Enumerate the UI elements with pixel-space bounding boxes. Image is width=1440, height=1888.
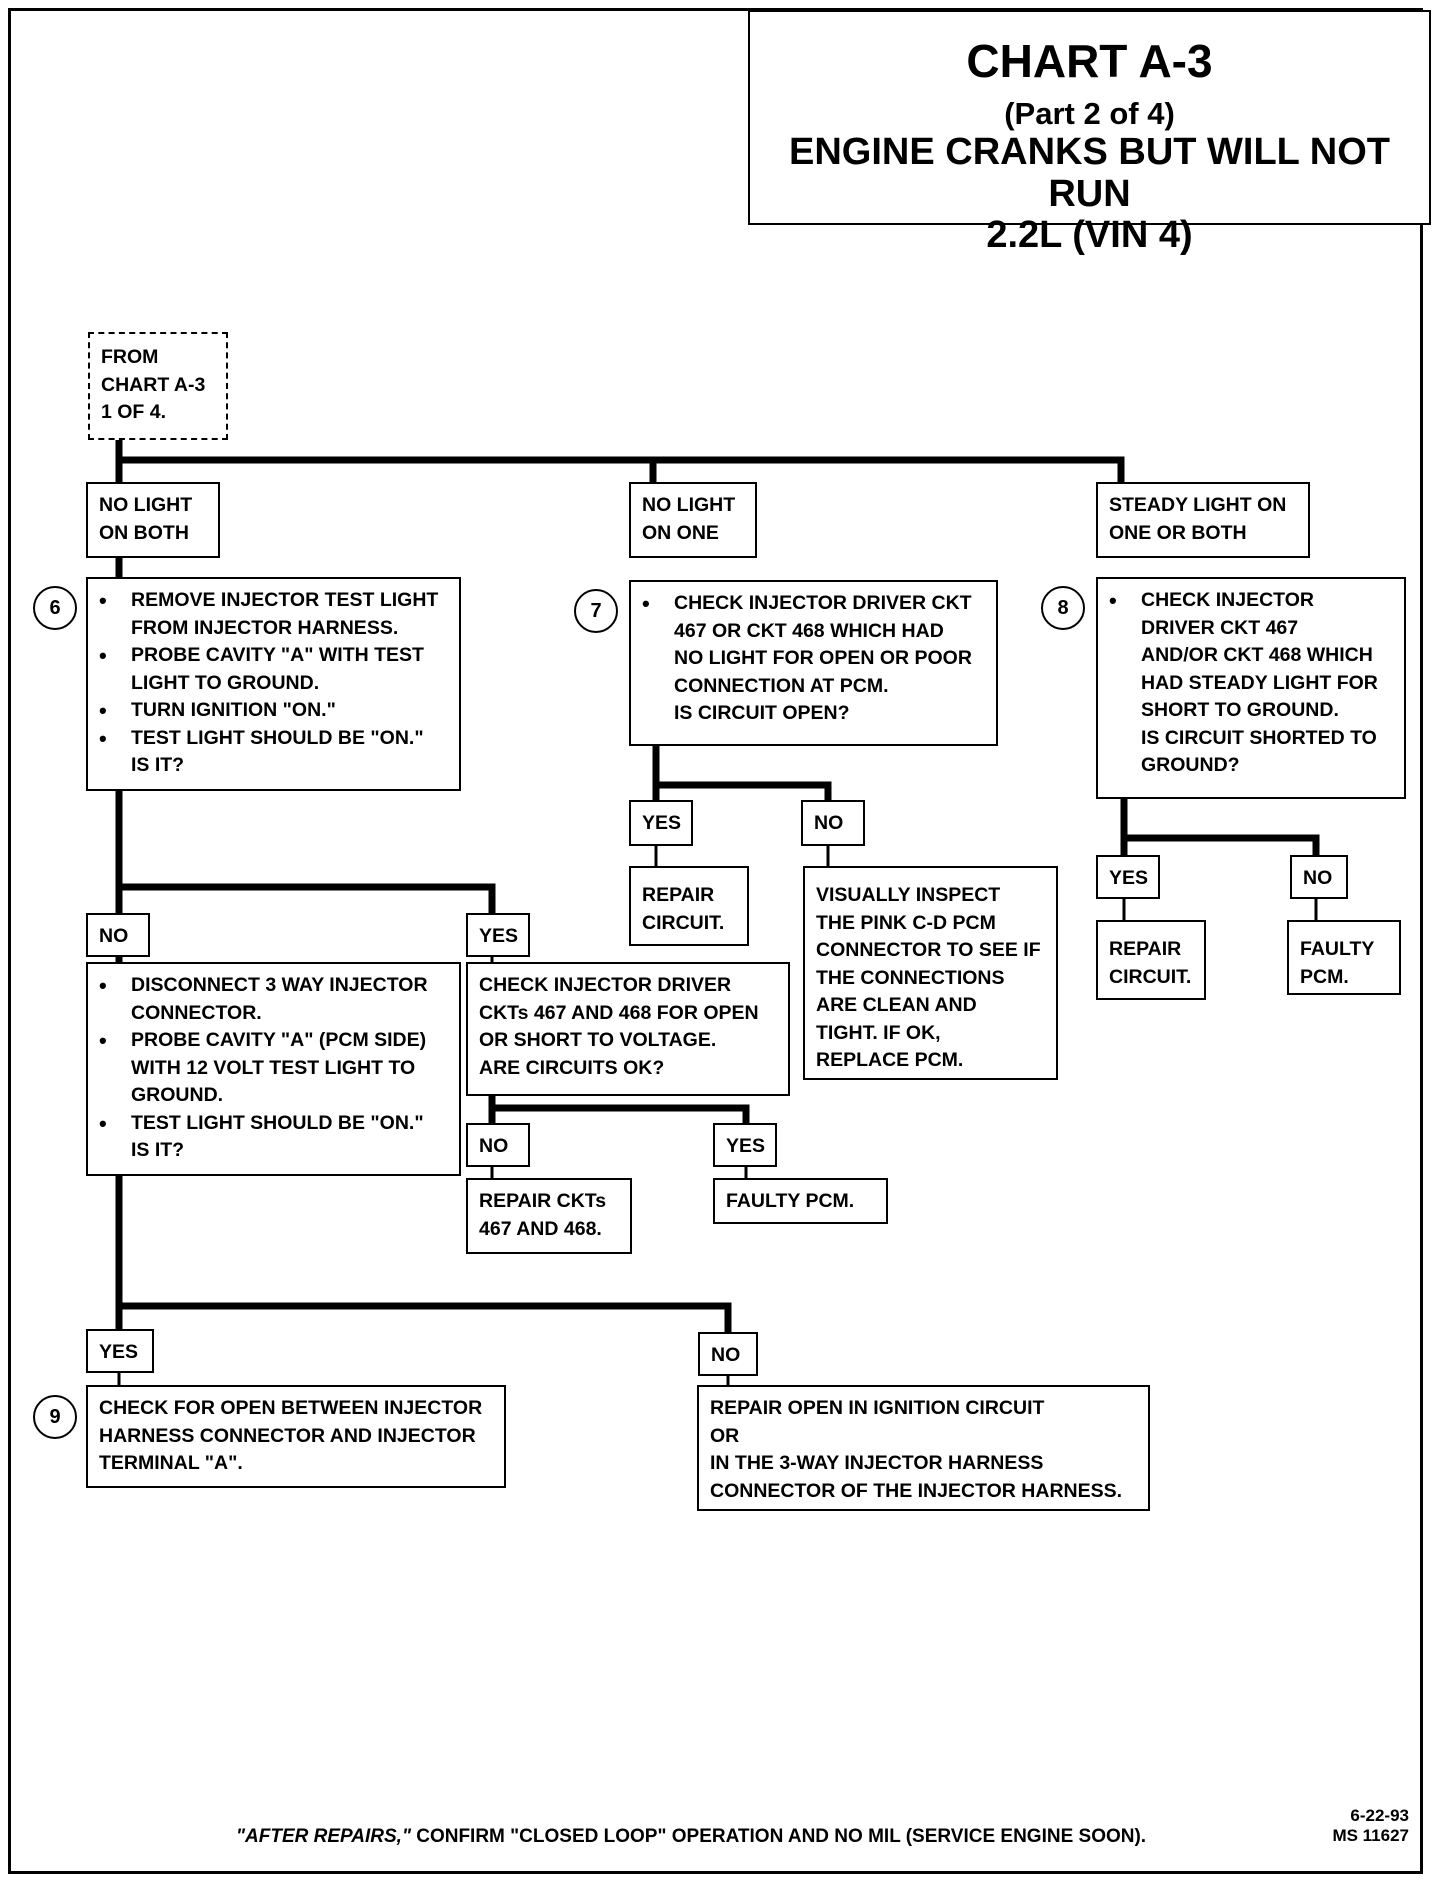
repair-circuit-box-8: REPAIR CIRCUIT. <box>1096 920 1206 1000</box>
branch-no-light-both: NO LIGHT ON BOTH <box>86 482 220 558</box>
document-reference: 6-22-93 MS 11627 <box>1319 1806 1409 1846</box>
step-7-box: CHECK INJECTOR DRIVER CKT 467 OR CKT 468… <box>629 580 998 746</box>
step-6-box: REMOVE INJECTOR TEST LIGHT FROM INJECTOR… <box>86 577 461 791</box>
chart-subtitle: ENGINE CRANKS BUT WILL NOT RUN <box>789 130 1390 215</box>
step-7-yes-label: YES <box>629 800 693 846</box>
after-repairs-text: CONFIRM "CLOSED LOOP" OPERATION AND NO M… <box>410 1826 1147 1847</box>
step-7-no-label: NO <box>801 800 865 846</box>
after-repairs-emphasis: "AFTER REPAIRS," <box>236 1826 411 1847</box>
disconnect-item: PROBE CAVITY "A" (PCM SIDE) WITH 12 VOLT… <box>99 1027 449 1110</box>
branch-no-light-one: NO LIGHT ON ONE <box>629 482 757 558</box>
visually-inspect-box: VISUALLY INSPECT THE PINK C-D PCM CONNEC… <box>803 866 1058 1080</box>
start-reference-box: FROM CHART A-3 1 OF 4. <box>88 332 228 440</box>
faulty-pcm-box: FAULTY PCM. <box>713 1178 888 1224</box>
disconnect-item: DISCONNECT 3 WAY INJECTOR CONNECTOR. <box>99 972 449 1027</box>
disconnect-injector-box: DISCONNECT 3 WAY INJECTOR CONNECTOR. PRO… <box>86 962 461 1176</box>
step-6-yes-label: YES <box>466 913 530 957</box>
step-8-marker: 8 <box>1041 586 1085 630</box>
step-8-no-label: NO <box>1290 855 1348 899</box>
step-8-item: CHECK INJECTOR DRIVER CKT 467 AND/OR CKT… <box>1109 587 1394 780</box>
step-6-item: REMOVE INJECTOR TEST LIGHT FROM INJECTOR… <box>99 587 449 642</box>
step-7-marker: 7 <box>574 589 618 633</box>
start-reference-text: FROM CHART A-3 1 OF 4. <box>101 346 206 423</box>
step-8-box: CHECK INJECTOR DRIVER CKT 467 AND/OR CKT… <box>1096 577 1406 799</box>
repair-circuit-box: REPAIR CIRCUIT. <box>629 866 749 946</box>
repair-open-box: REPAIR OPEN IN IGNITION CIRCUIT OR IN TH… <box>697 1385 1150 1511</box>
step-7-item: CHECK INJECTOR DRIVER CKT 467 OR CKT 468… <box>642 590 986 728</box>
step-6-item: TURN IGNITION "ON." <box>99 697 449 725</box>
document-date: 6-22-93 <box>1350 1806 1409 1825</box>
test-light-no-label: NO <box>698 1332 758 1376</box>
repair-ckts-box: REPAIR CKTs 467 AND 468. <box>466 1178 632 1254</box>
chart-part: (Part 2 of 4) <box>1004 95 1175 131</box>
branch-steady-light: STEADY LIGHT ON ONE OR BOTH <box>1096 482 1310 558</box>
test-light-yes-label: YES <box>86 1329 154 1373</box>
document-number: MS 11627 <box>1332 1826 1409 1845</box>
disconnect-item: TEST LIGHT SHOULD BE "ON." IS IT? <box>99 1110 449 1165</box>
drivers-no-label: NO <box>466 1123 530 1167</box>
chart-title: CHART A-3 <box>966 35 1213 87</box>
step-9-marker: 9 <box>33 1395 77 1439</box>
page-frame <box>8 8 1423 1874</box>
faulty-pcm-box-8: FAULTY PCM. <box>1287 920 1401 995</box>
step-6-no-label: NO <box>86 913 150 957</box>
chart-title-block: CHART A-3 (Part 2 of 4) ENGINE CRANKS BU… <box>748 10 1431 256</box>
after-repairs-note: "AFTER REPAIRS," CONFIRM "CLOSED LOOP" O… <box>236 1826 1146 1848</box>
check-open-box: CHECK FOR OPEN BETWEEN INJECTOR HARNESS … <box>86 1385 506 1488</box>
check-injector-drivers-box: CHECK INJECTOR DRIVER CKTs 467 AND 468 F… <box>466 962 790 1096</box>
step-6-item: PROBE CAVITY "A" WITH TEST LIGHT TO GROU… <box>99 642 449 697</box>
step-6-marker: 6 <box>33 586 77 630</box>
step-8-yes-label: YES <box>1096 855 1160 899</box>
step-6-item: TEST LIGHT SHOULD BE "ON." IS IT? <box>99 725 449 780</box>
chart-engine: 2.2L (VIN 4) <box>986 214 1193 257</box>
drivers-yes-label: YES <box>713 1123 777 1167</box>
